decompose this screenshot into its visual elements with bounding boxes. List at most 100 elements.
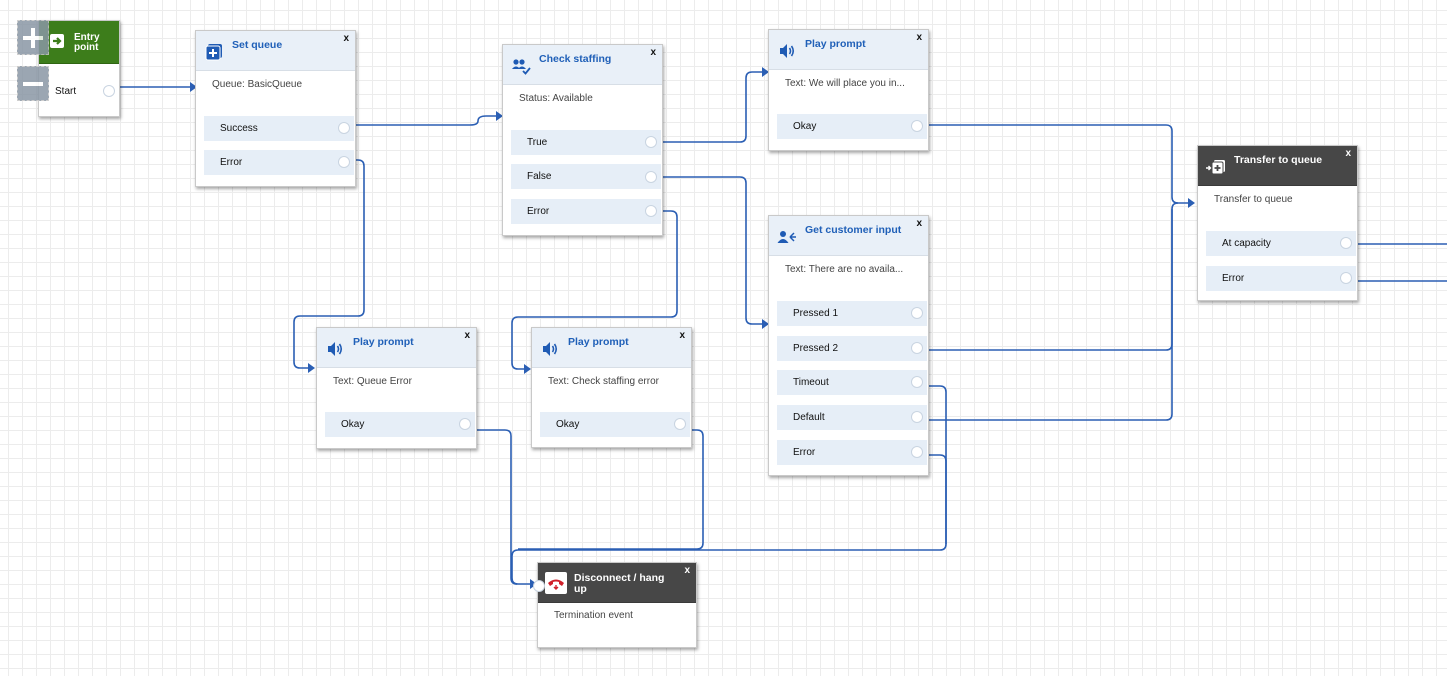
play-prompt-block-welcome[interactable]: Play prompt x Text: We will place you in… — [768, 29, 929, 151]
wire-success-to-checkstaffing — [353, 115, 496, 126]
branch-okay[interactable]: Okay — [777, 114, 927, 139]
close-button[interactable]: x — [916, 32, 922, 43]
zoom-in-button[interactable] — [17, 20, 49, 55]
branch-label: Error — [1222, 273, 1245, 284]
disconnect-block[interactable]: Disconnect / hang up x Termination event — [533, 562, 697, 648]
hang-up-phone-icon — [545, 572, 567, 594]
port-pressed-2[interactable] — [911, 342, 923, 354]
block-header: Play prompt x — [532, 328, 691, 368]
block-description: Text: There are no availa... — [785, 264, 904, 275]
get-customer-input-block[interactable]: Get customer input x Text: There are no … — [768, 215, 929, 476]
block-description: Transfer to queue — [1214, 194, 1293, 205]
block-description: Text: We will place you in... — [785, 78, 905, 89]
block-title: Check staffing — [539, 53, 612, 65]
block-description: Text: Queue Error — [333, 376, 412, 387]
port-success[interactable] — [338, 122, 350, 134]
port-okay[interactable] — [674, 418, 686, 430]
branch-okay[interactable]: Okay — [540, 412, 690, 437]
customer-input-icon — [777, 227, 797, 247]
block-title: Set queue — [232, 39, 283, 51]
branch-label: Error — [527, 206, 550, 217]
branch-label: Okay — [793, 121, 817, 132]
port-okay[interactable] — [911, 120, 923, 132]
branch-timeout[interactable]: Timeout — [777, 370, 927, 395]
port-default[interactable] — [911, 411, 923, 423]
branch-false[interactable]: False — [511, 164, 661, 189]
branch-label: False — [527, 171, 552, 182]
branch-default[interactable]: Default — [777, 405, 927, 430]
branch-label: Error — [793, 447, 816, 458]
block-title: Play prompt — [353, 336, 414, 348]
port-error[interactable] — [338, 156, 350, 168]
block-description: Queue: BasicQueue — [212, 79, 303, 90]
speaker-icon — [540, 339, 560, 359]
block-description: Termination event — [554, 610, 633, 621]
branch-label: Okay — [556, 419, 580, 430]
close-button[interactable]: x — [650, 47, 656, 58]
block-title: Transfer to queue — [1234, 154, 1323, 166]
port-error[interactable] — [1340, 272, 1352, 284]
zoom-out-button[interactable] — [17, 66, 49, 101]
branch-label: True — [527, 137, 548, 148]
block-header: Set queue x — [196, 31, 355, 71]
port-pressed-1[interactable] — [911, 307, 923, 319]
port-error[interactable] — [645, 205, 657, 217]
block-description: Status: Available — [519, 93, 593, 104]
block-header: Play prompt x — [317, 328, 476, 368]
block-header: Transfer to queue x — [1198, 146, 1357, 186]
wire-getinput-error-to-disconnect — [927, 454, 947, 544]
port-true[interactable] — [645, 136, 657, 148]
branch-error[interactable]: Error — [511, 199, 661, 224]
port-start[interactable] — [103, 85, 115, 97]
branch-pressed-2[interactable]: Pressed 2 — [777, 336, 927, 361]
staffing-check-icon — [511, 56, 531, 76]
branch-label: Start — [55, 86, 77, 97]
port-error[interactable] — [911, 446, 923, 458]
branch-success[interactable]: Success — [204, 116, 354, 141]
branch-label: Pressed 1 — [793, 308, 839, 319]
block-header: Get customer input x — [769, 216, 928, 256]
check-staffing-block[interactable]: Check staffing x Status: Available True … — [502, 44, 663, 236]
close-button[interactable]: x — [684, 565, 690, 576]
close-button[interactable]: x — [464, 330, 470, 341]
port-at-capacity[interactable] — [1340, 237, 1352, 249]
branch-label: Timeout — [793, 377, 829, 388]
plus-icon — [23, 27, 43, 48]
transfer-queue-icon — [1206, 157, 1226, 177]
speaker-icon — [777, 41, 797, 61]
port-timeout[interactable] — [911, 376, 923, 388]
wire-okay-to-transfer — [927, 124, 1188, 204]
wire-default-to-transfer — [927, 209, 1173, 421]
branch-label: Okay — [341, 419, 365, 430]
branch-error[interactable]: Error — [1206, 266, 1356, 291]
close-button[interactable]: x — [679, 330, 685, 341]
branch-pressed-1[interactable]: Pressed 1 — [777, 301, 927, 326]
branch-error[interactable]: Error — [777, 440, 927, 465]
branch-okay[interactable]: Okay — [325, 412, 475, 437]
block-header: Disconnect / hang up x — [538, 563, 696, 603]
branch-label: Error — [220, 157, 243, 168]
block-title: Disconnect / hang up — [574, 572, 665, 595]
branch-true[interactable]: True — [511, 130, 661, 155]
wire-pressed2-to-transfer — [927, 202, 1179, 351]
play-prompt-block-staffing-error[interactable]: Play prompt x Text: Check staffing error… — [531, 327, 692, 448]
close-button[interactable]: x — [916, 218, 922, 229]
port-input[interactable] — [533, 580, 545, 592]
close-button[interactable]: x — [1345, 148, 1351, 159]
port-okay[interactable] — [459, 418, 471, 430]
branch-error[interactable]: Error — [204, 150, 354, 175]
close-button[interactable]: x — [343, 33, 349, 44]
block-description: Text: Check staffing error — [548, 376, 659, 387]
block-header: Play prompt x — [769, 30, 928, 70]
branch-at-capacity[interactable]: At capacity — [1206, 231, 1356, 256]
play-prompt-block-queue-error[interactable]: Play prompt x Text: Queue Error Okay — [316, 327, 477, 449]
set-queue-block[interactable]: Set queue x Queue: BasicQueue Success Er… — [195, 30, 356, 187]
speaker-icon — [325, 339, 345, 359]
branch-label: Success — [220, 123, 258, 134]
wire-true-to-playprompt — [660, 71, 762, 143]
transfer-to-queue-block[interactable]: Transfer to queue x Transfer to queue At… — [1197, 145, 1358, 301]
port-false[interactable] — [645, 171, 657, 183]
block-title: Play prompt — [568, 336, 629, 348]
wire-false-to-getinput — [660, 176, 762, 325]
